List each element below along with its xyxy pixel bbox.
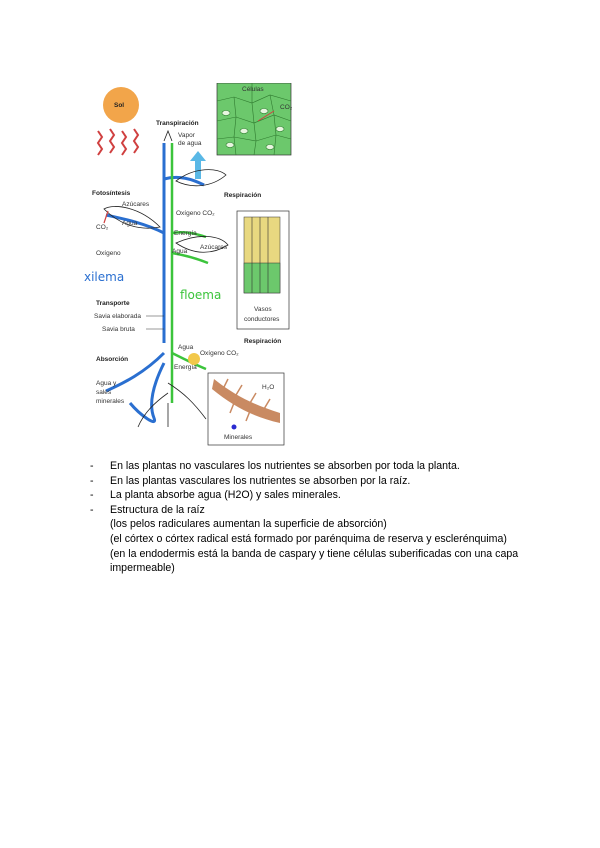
vapor-arrow-icon — [190, 151, 206, 179]
oxygen-label-leaf: Oxígeno — [96, 250, 121, 257]
heat-waves-icon — [98, 129, 138, 155]
respiration-label-bottom: Respiración — [244, 338, 281, 345]
respiration-label-top: Respiración — [224, 192, 261, 199]
sub-item: (en la endodermis está la banda de caspa… — [90, 547, 530, 576]
vessels-label-2: conductores — [244, 316, 280, 323]
list-item: - En las plantas vasculares los nutrient… — [90, 474, 530, 489]
plant-diagram: Sol Células CO₂ Transpiración Vapor de a… — [84, 83, 300, 453]
list-dash: - — [90, 503, 110, 518]
sub-item: (los pelos radiculares aumentan la super… — [90, 517, 530, 532]
water-label-root: Agua — [178, 344, 194, 351]
phloem-label: floema — [180, 288, 221, 302]
vessels-label-1: Vasos — [254, 306, 272, 313]
co2-label: CO₂ — [96, 224, 109, 231]
energy-label-top: Energía — [174, 230, 197, 237]
list-item-text: En las plantas vasculares los nutrientes… — [110, 474, 530, 489]
processed-sap-label: Savia elaborada — [94, 313, 141, 320]
list-dash: - — [90, 474, 110, 489]
water-label-stem: Agua — [172, 248, 188, 255]
list-item: - En las plantas no vasculares los nutri… — [90, 459, 530, 474]
list-item: - La planta absorbe agua (H2O) y sales m… — [90, 488, 530, 503]
list-item: - Estructura de la raíz — [90, 503, 530, 518]
xylem-label: xilema — [84, 270, 124, 284]
vapor-label-2: de agua — [178, 140, 202, 147]
raw-sap-label: Savia bruta — [102, 326, 135, 333]
list-dash: - — [90, 488, 110, 503]
oxygen-co2-label-bottom: Oxígeno CO₂ — [200, 350, 239, 357]
sun-label: Sol — [114, 102, 124, 109]
list-item-text: En las plantas no vasculares los nutrien… — [110, 459, 530, 474]
cells-co2-label: CO₂ — [280, 104, 293, 111]
energy-label-bottom: Energía — [174, 364, 197, 371]
list-item-text: La planta absorbe agua (H2O) y sales min… — [110, 488, 530, 503]
cells-label: Células — [242, 86, 264, 93]
bullet-list: - En las plantas no vasculares los nutri… — [90, 459, 530, 576]
sub-item: (el córtex o córtex radical está formado… — [90, 532, 530, 547]
water-salts-label-1: Agua y — [96, 380, 117, 387]
vapor-label-1: Vapor — [178, 132, 196, 139]
sugars-label: Azúcares — [122, 201, 150, 208]
sugars-label-right: Azúcares — [200, 244, 228, 251]
transport-label: Transporte — [96, 300, 130, 307]
water-label-leaf: Agua — [122, 220, 138, 227]
list-item-text: Estructura de la raíz — [110, 503, 530, 518]
water-salts-label-2: sales — [96, 389, 112, 396]
absorption-label: Absorción — [96, 356, 128, 363]
transpiration-label: Transpiración — [156, 120, 199, 127]
minerals-label: Minerales — [224, 434, 253, 441]
list-dash: - — [90, 459, 110, 474]
h2o-label: H₂O — [262, 384, 274, 391]
photosynthesis-label: Fotosíntesis — [92, 190, 131, 197]
water-salts-label-3: minerales — [96, 398, 125, 405]
oxygen-co2-label-top: Oxígeno CO₂ — [176, 210, 215, 217]
